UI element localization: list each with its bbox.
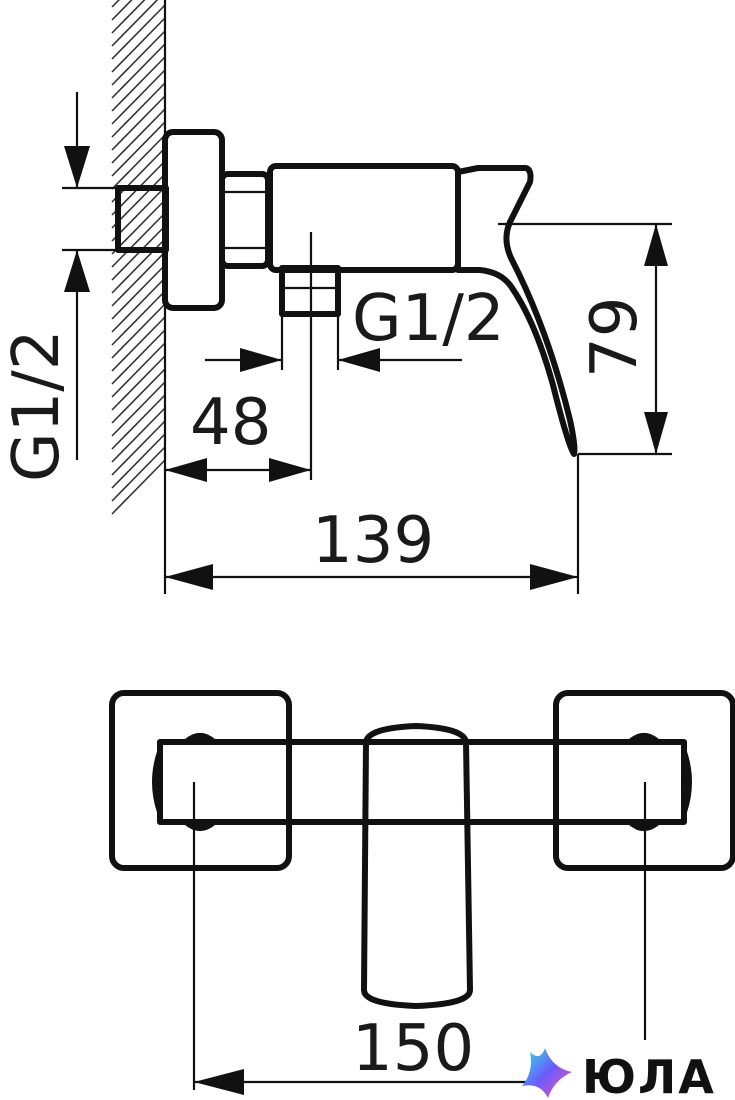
hatch-line [111, 407, 166, 463]
arrow-down-icon [644, 412, 668, 454]
hatch-line [111, 368, 166, 424]
hatch-line [111, 459, 166, 515]
hatch-line [111, 30, 166, 86]
hatch-line [111, 0, 133, 21]
hatch-line [111, 433, 166, 489]
arrow-down-icon [64, 146, 90, 188]
arrow-left-icon [194, 1069, 244, 1095]
arrow-left-icon [338, 348, 380, 372]
star-logo-icon [522, 1048, 572, 1098]
front-view: 150 [109, 690, 735, 1095]
right-end-arc [681, 751, 692, 813]
hatch-line [111, 342, 166, 398]
hatch-line [111, 17, 166, 73]
hatch-line [111, 290, 166, 346]
watermark-text: ЮЛА [582, 1050, 716, 1100]
wall-flange [162, 129, 225, 311]
arrow-left-icon [165, 564, 213, 590]
outlet-thread-label: G1/2 [352, 282, 505, 356]
mixer-body [267, 163, 461, 273]
watermark: ЮЛА [522, 1048, 716, 1100]
right-nut-top [628, 733, 660, 745]
hatch-line [111, 251, 166, 307]
left-wall-flange [109, 690, 292, 871]
hatch-line [111, 420, 166, 476]
arrow-up-icon [644, 224, 668, 266]
arrow-right-icon [240, 348, 282, 372]
left-end-arc [152, 751, 163, 813]
hatch-line [111, 264, 166, 320]
hatch-line [111, 0, 146, 34]
hatch-line [111, 394, 166, 450]
hatch-line [111, 43, 166, 99]
hatch-line [111, 95, 166, 151]
hatch-line [111, 329, 166, 385]
hatch-line [111, 446, 166, 502]
total-depth-label: 139 [312, 504, 434, 578]
lever-handle [455, 165, 578, 457]
hatch-line [111, 212, 166, 268]
left-nut-bottom [184, 819, 216, 831]
hatch-line [111, 56, 166, 112]
inlet-thread-label: G1/2 [0, 329, 74, 482]
hatch-line [111, 82, 166, 138]
outlet-offset-label: 48 [190, 386, 271, 460]
hatch-line [111, 121, 166, 177]
center-distance-label: 150 [352, 1012, 474, 1086]
hatch-line [111, 134, 166, 190]
arrow-right-icon [530, 564, 578, 590]
hatch-line [111, 4, 166, 60]
hatch-line [111, 108, 166, 164]
connector-nut [219, 171, 271, 269]
hatch-line [111, 277, 166, 333]
arrow-left-icon [165, 458, 207, 482]
mixer-body-front [157, 739, 687, 825]
hatch-line [111, 69, 166, 125]
handle-height-label: 79 [578, 297, 652, 378]
hatch-line [111, 381, 166, 437]
side-view: G1/2 G1/2 79 48 139 [0, 0, 672, 594]
lever-handle-front [361, 723, 473, 1009]
hatch-line [111, 355, 166, 411]
hatch-line [111, 316, 166, 372]
left-nut-top [184, 733, 216, 745]
arrow-up-icon [64, 250, 90, 292]
wall-hatch [111, 0, 166, 515]
arrow-right-icon [269, 458, 311, 482]
hatch-line [111, 303, 166, 359]
hatch-line [111, 0, 159, 47]
